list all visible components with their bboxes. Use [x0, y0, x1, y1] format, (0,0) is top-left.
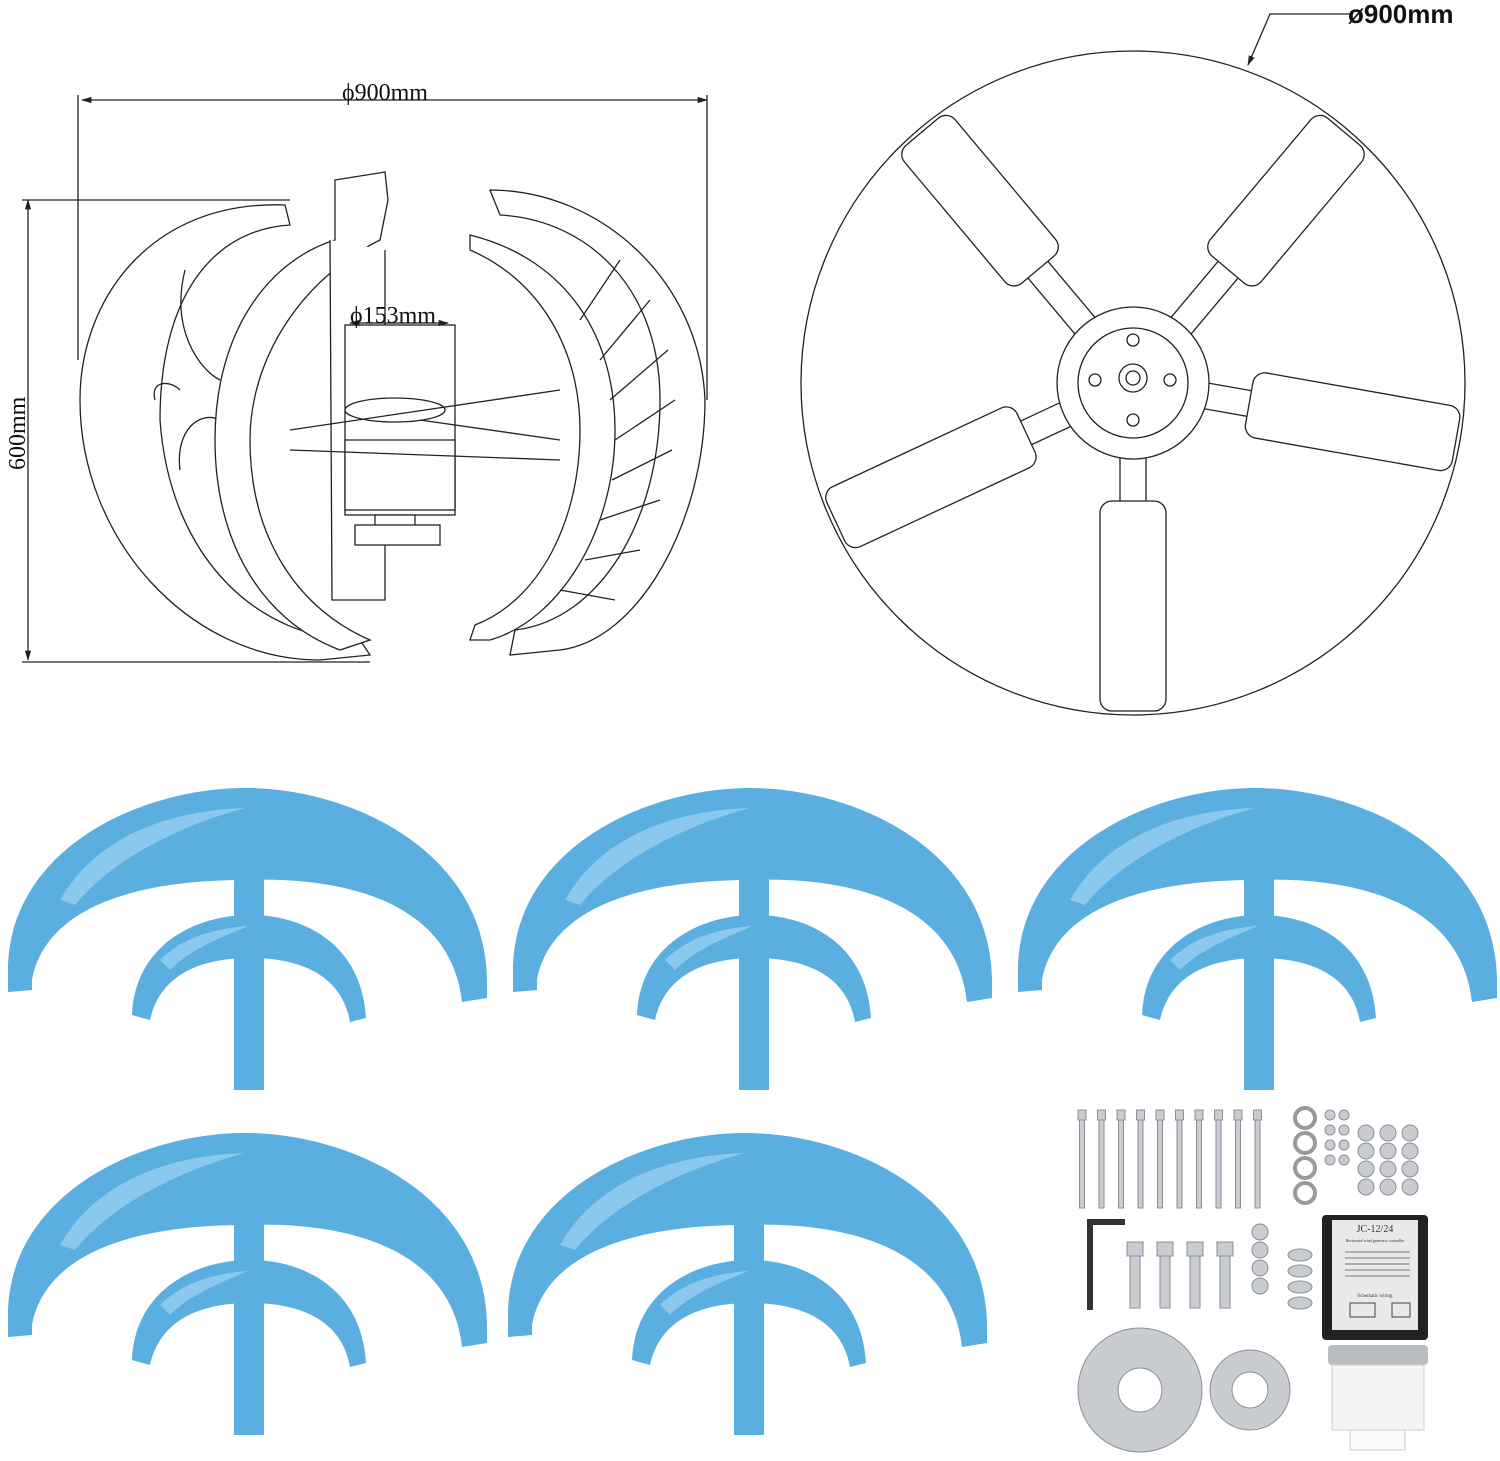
bolt-head: [1175, 1109, 1184, 1121]
nut: [1324, 1139, 1336, 1151]
washer: [1401, 1142, 1419, 1160]
bolt-head: [1136, 1109, 1145, 1121]
bolt: [1098, 1119, 1105, 1209]
washer: [1379, 1160, 1397, 1178]
controller-section: Schematic wiring: [1357, 1294, 1393, 1299]
nut: [1251, 1241, 1269, 1259]
bolt: [1235, 1119, 1241, 1209]
washer: [1357, 1142, 1375, 1160]
nut: [1251, 1223, 1269, 1241]
washer: [1401, 1178, 1419, 1196]
bolt: [1157, 1119, 1163, 1209]
washer: [1357, 1124, 1375, 1142]
bolt: [1129, 1255, 1141, 1309]
bolt-head: [1156, 1241, 1174, 1257]
washer: [1401, 1160, 1419, 1178]
lock-washer: [1293, 1181, 1317, 1205]
front-width-label: ϕ900mm: [342, 80, 428, 106]
bolt: [1079, 1119, 1085, 1209]
lock-washer: [1293, 1156, 1317, 1180]
bolt-head: [1216, 1241, 1234, 1257]
hub-diameter-label: ϕ153mm: [350, 303, 436, 329]
blade: [7, 1133, 488, 1435]
washer: [1287, 1296, 1313, 1310]
bolt: [1254, 1119, 1261, 1209]
blade: [7, 788, 488, 1090]
washer: [1357, 1178, 1375, 1196]
lock-washer: [1293, 1106, 1317, 1130]
nut: [1338, 1109, 1350, 1121]
washer: [1357, 1160, 1375, 1178]
washer: [1287, 1264, 1313, 1278]
nut: [1251, 1277, 1269, 1295]
nut: [1324, 1109, 1336, 1121]
bolt-head: [1126, 1241, 1144, 1257]
bolt: [1159, 1255, 1171, 1309]
washer: [1287, 1280, 1313, 1294]
bolt: [1137, 1119, 1144, 1209]
washer: [1379, 1142, 1397, 1160]
nut: [1338, 1154, 1350, 1166]
hex-key: [1087, 1219, 1125, 1310]
bolt-head: [1186, 1241, 1204, 1257]
bolt-head: [1155, 1109, 1165, 1121]
top-view-drawing: ø900mm: [800, 0, 1466, 716]
bolt-head: [1077, 1109, 1087, 1121]
bolt: [1189, 1255, 1201, 1309]
top-diameter-label: ø900mm: [1348, 0, 1454, 29]
controller-subtitle: Horizontal wind generator controller: [1346, 1238, 1405, 1243]
blade-set: [7, 788, 1497, 1435]
bolt-head: [1214, 1109, 1223, 1121]
bolt-head: [1116, 1109, 1126, 1121]
blade: [1017, 788, 1497, 1090]
hardware-kit: JC-12/24 Horizontal wind generator contr…: [1077, 1106, 1428, 1453]
washer: [1379, 1178, 1397, 1196]
washer: [1287, 1248, 1313, 1262]
washer: [1401, 1124, 1419, 1142]
washer: [1379, 1124, 1397, 1142]
bolt: [1215, 1119, 1222, 1209]
front-view-drawing: ϕ900mm ϕ153mm 600mm: [5, 80, 709, 663]
bolt-head: [1194, 1109, 1204, 1121]
nut: [1338, 1124, 1350, 1136]
blade: [512, 788, 992, 1090]
charge-controller: JC-12/24 Horizontal wind generator contr…: [1322, 1215, 1428, 1340]
bolt: [1176, 1119, 1183, 1209]
nut: [1251, 1259, 1269, 1277]
bolt: [1196, 1119, 1202, 1209]
lock-washer: [1293, 1131, 1317, 1155]
controller-model: JC-12/24: [1357, 1224, 1394, 1235]
bolt-head: [1097, 1109, 1106, 1121]
bolt: [1219, 1255, 1231, 1309]
bolt-head: [1233, 1109, 1243, 1121]
blade: [507, 1133, 987, 1435]
height-label: 600mm: [5, 396, 31, 470]
bolt-head: [1253, 1109, 1262, 1121]
nut: [1324, 1154, 1336, 1166]
nut: [1338, 1139, 1350, 1151]
nut: [1324, 1124, 1336, 1136]
bolt: [1118, 1119, 1124, 1209]
